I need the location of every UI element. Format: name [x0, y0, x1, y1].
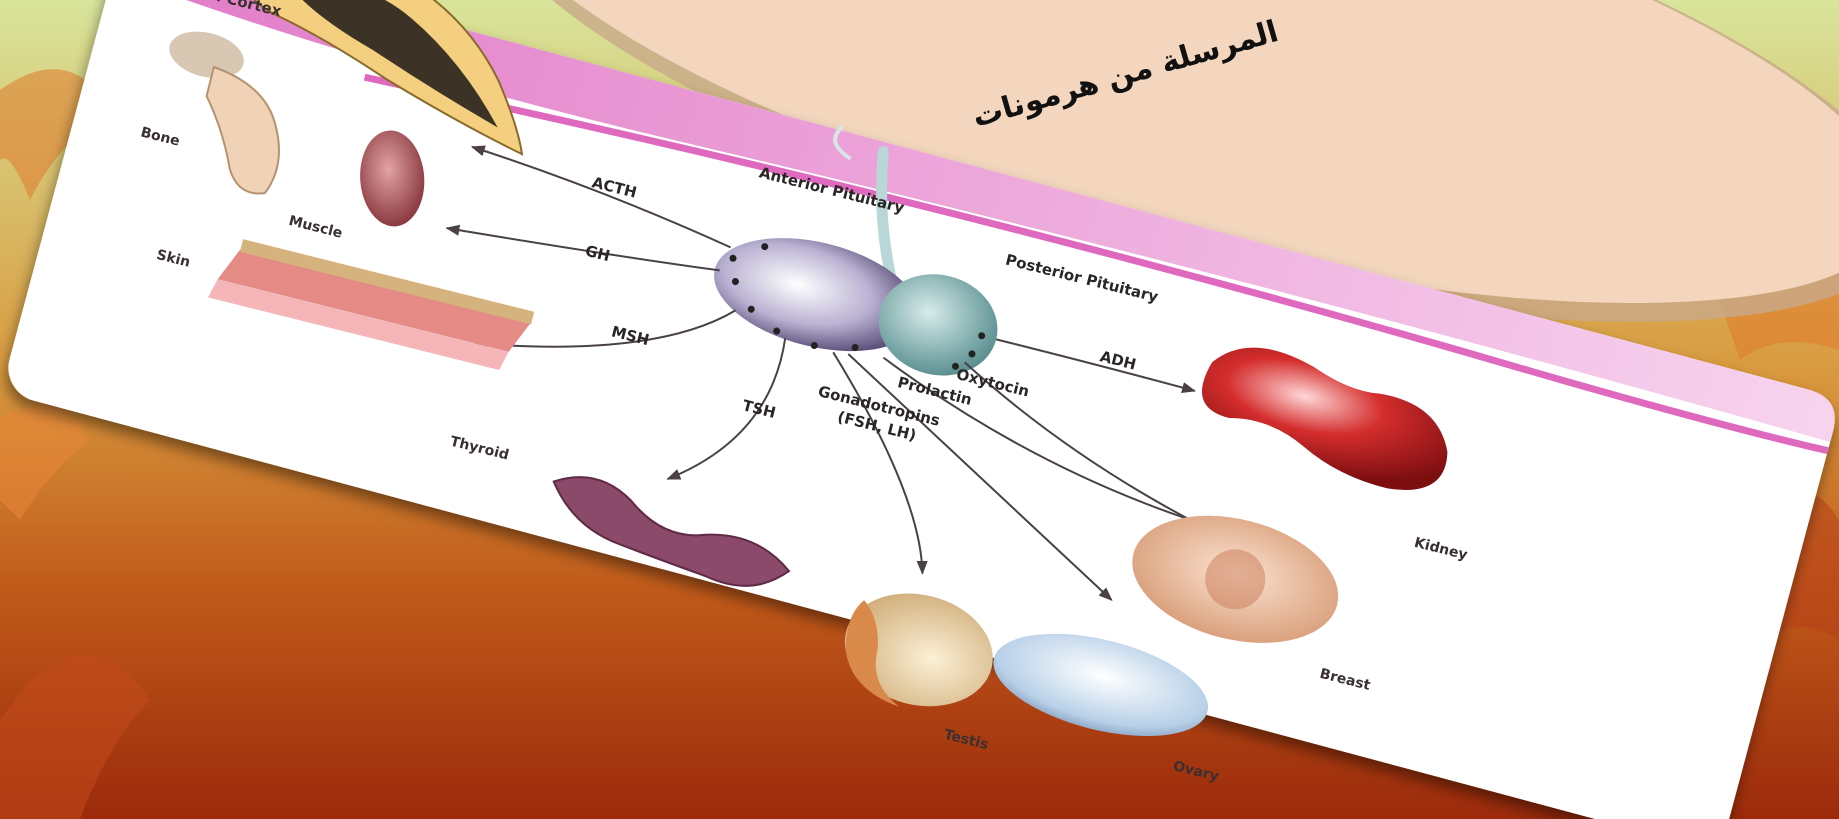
- slide-canvas: المرسلة من هرمونات Anterior Pituitary: [0, 0, 1839, 819]
